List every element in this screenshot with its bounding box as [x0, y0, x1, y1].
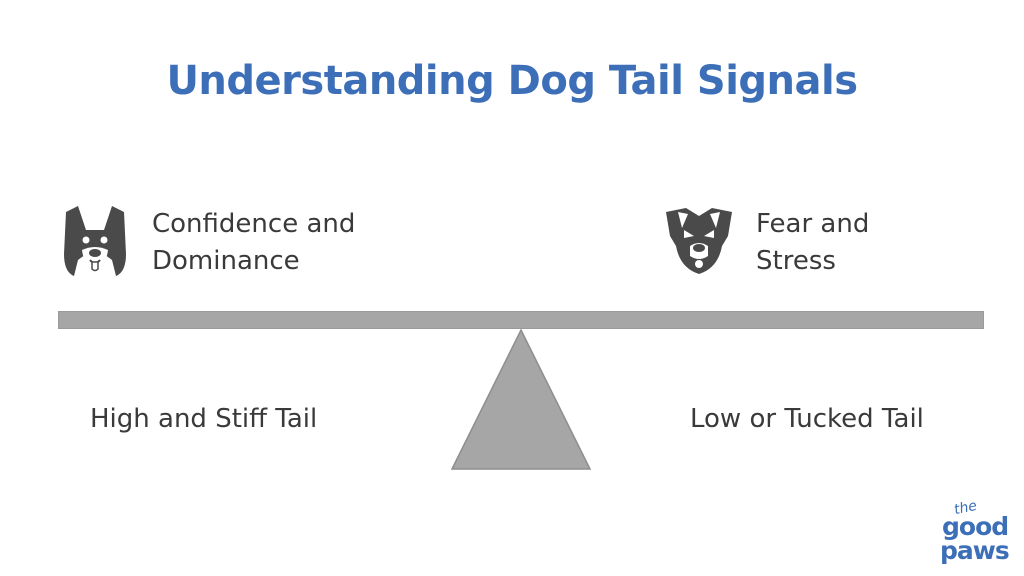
right-state-label: Fear and Stress	[756, 206, 869, 280]
left-state-line2: Dominance	[152, 246, 300, 276]
seesaw-fulcrum	[449, 327, 593, 477]
left-state-label: Confidence and Dominance	[152, 206, 355, 280]
logo-word-good: good	[942, 512, 1009, 541]
the-good-paws-logo: the good paws	[936, 498, 1020, 572]
right-state-line2: Stress	[756, 246, 836, 276]
left-state-line1: Confidence and	[152, 209, 356, 239]
worried-dog-face-icon	[664, 206, 734, 276]
right-state-line1: Fear and	[756, 209, 870, 239]
husky-dog-face-icon	[60, 204, 130, 278]
left-tail-label: High and Stiff Tail	[90, 404, 318, 434]
page-title: Understanding Dog Tail Signals	[166, 58, 858, 104]
logo-word-paws: paws	[940, 536, 1010, 565]
right-tail-label: Low or Tucked Tail	[690, 404, 924, 434]
